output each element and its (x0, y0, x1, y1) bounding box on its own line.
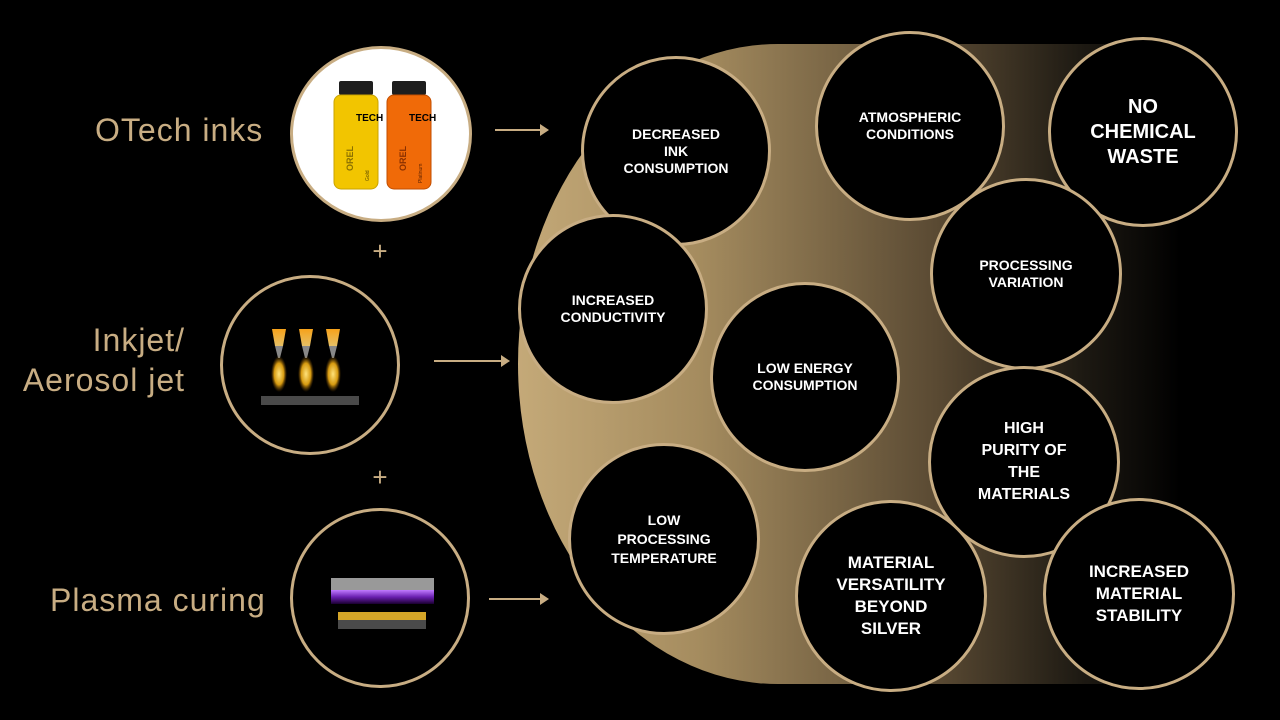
label-plasma-curing: Plasma curing (50, 582, 266, 618)
benefit-text-line: THE (1007, 464, 1040, 481)
benefit-text-line: STABILITY (1095, 606, 1183, 625)
arrow-inks (495, 124, 549, 136)
platinum-ink-bottle: OREL TECH Platinum (386, 81, 436, 190)
ink-bottles-circle: OREL TECH Gold OREL TECH Platinum (290, 46, 472, 222)
benefit-text-line: INCREASED (571, 292, 655, 308)
benefit-text-line: LOW (647, 511, 681, 528)
benefit-text-line: DECREASED (632, 125, 720, 142)
benefit-text-line: PROCESSING (617, 530, 711, 547)
label-inkjet-aerosol: Inkjet/ Aerosol jet (22, 322, 185, 398)
plasma-layers-icon (331, 578, 434, 629)
benefit-text-line: CONSUMPTION (752, 377, 858, 393)
platinum-bottle-brand-top: OREL (398, 145, 408, 171)
benefit-text-line: PURITY OF (981, 442, 1067, 459)
label-otech-inks: OTech inks (95, 112, 264, 148)
plus-sign-2: + (372, 462, 388, 492)
benefit-increased-material-stability: INCREASED MATERIAL STABILITY (1043, 498, 1235, 690)
platinum-bottle-brand-main: TECH (409, 113, 436, 124)
benefit-text-line: CONDUCTIVITY (560, 309, 666, 325)
benefit-text-line: BEYOND (854, 597, 928, 616)
ink-bottles-image: OREL TECH Gold OREL TECH Platinum (333, 81, 436, 190)
plus-sign-1: + (372, 236, 388, 266)
benefit-text-line: INCREASED (1088, 562, 1190, 581)
benefit-text-line: CONDITIONS (866, 126, 954, 142)
benefit-text-line: MATERIAL (847, 553, 935, 572)
benefit-text-line: NO (1127, 95, 1158, 118)
benefit-low-processing-temperature: LOW PROCESSING TEMPERATURE (568, 443, 760, 635)
benefit-text-line: VERSATILITY (836, 575, 946, 594)
benefit-text-line: INK (663, 142, 689, 159)
benefit-text-line: LOW ENERGY (757, 360, 853, 376)
nozzle-icon (261, 329, 359, 405)
gold-ink-bottle: OREL TECH Gold (333, 81, 383, 190)
plasma-circle (290, 508, 470, 688)
platinum-bottle-variant: Platinum (418, 164, 424, 183)
benefit-text-line: CONSUMPTION (623, 159, 729, 176)
gold-bottle-variant: Gold (365, 170, 371, 181)
benefit-text-line: HIGH (1003, 420, 1044, 437)
arrow-plasma (489, 593, 549, 605)
benefit-text-line: VARIATION (988, 274, 1064, 290)
benefit-text-line: ATMOSPHERIC (858, 109, 962, 125)
gold-bottle-brand-main: TECH (356, 113, 383, 124)
benefit-high-purity-materials: HIGH PURITY OF THE MATERIALS (928, 366, 1120, 558)
benefit-material-versatility: MATERIAL VERSATILITY BEYOND SILVER (795, 500, 987, 692)
benefit-text-line: MATERIAL (1095, 584, 1183, 603)
benefit-text-line: WASTE (1107, 145, 1179, 168)
benefit-text-line: TEMPERATURE (611, 549, 717, 566)
benefit-text-line: SILVER (860, 619, 922, 638)
gold-bottle-brand-top: OREL (345, 145, 355, 171)
benefit-text-line: PROCESSING (979, 257, 1073, 273)
benefit-text-line: CHEMICAL (1090, 120, 1196, 143)
inkjet-circle (220, 275, 400, 455)
benefit-text-line: MATERIALS (977, 486, 1071, 503)
arrow-inkjet (434, 355, 510, 367)
